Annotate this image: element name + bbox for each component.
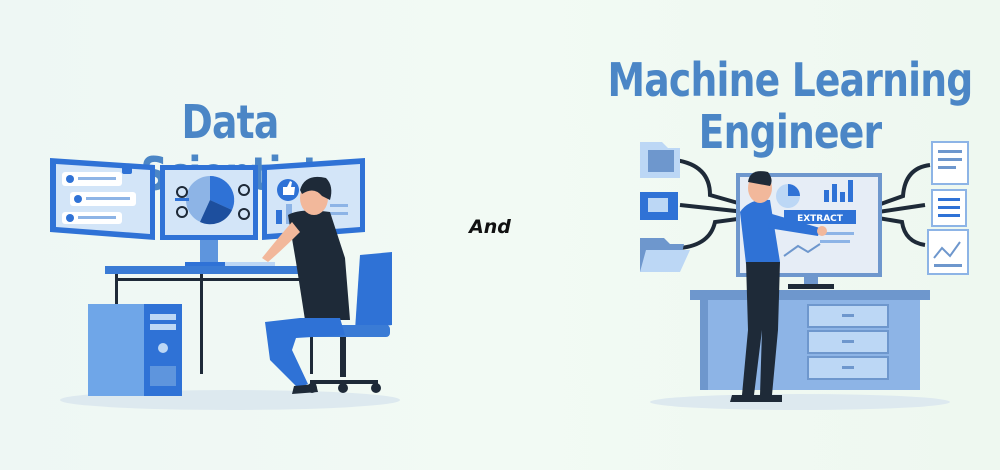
- cube-icon: [640, 192, 678, 220]
- data-pipes-right: [877, 163, 931, 247]
- thumbs-up-icon: [276, 179, 348, 224]
- pie-chart-icon: [175, 175, 250, 225]
- data-scientist-person: [262, 176, 350, 394]
- bar-chart-icon: [824, 180, 853, 202]
- data-pipes-left: [674, 158, 746, 250]
- ml-engineer-title-line2: Engineer: [698, 105, 882, 159]
- desk-icon: [690, 290, 930, 390]
- pie-chart-icon: [776, 184, 800, 208]
- graph-document-icon: [927, 229, 969, 275]
- computer-tower-icon: [88, 304, 182, 396]
- document-list-icon: [931, 189, 967, 227]
- folder-icon: [640, 142, 680, 178]
- ml-engineer-title-line1: Machine Learning: [607, 53, 974, 107]
- document-icon: [931, 141, 969, 185]
- connector-text: And: [469, 216, 511, 238]
- data-scientist-illustration: [50, 158, 400, 410]
- extract-label: EXTRACT: [797, 214, 844, 224]
- ml-engineer-person: [730, 171, 827, 402]
- office-chair-icon: [300, 252, 392, 393]
- chat-bubbles-icon: [62, 166, 136, 224]
- ml-engineer-title: Machine Learning Engineer: [601, 54, 978, 158]
- ml-engineer-illustration: EXTRACT: [640, 141, 969, 410]
- open-folder-icon: [640, 238, 690, 272]
